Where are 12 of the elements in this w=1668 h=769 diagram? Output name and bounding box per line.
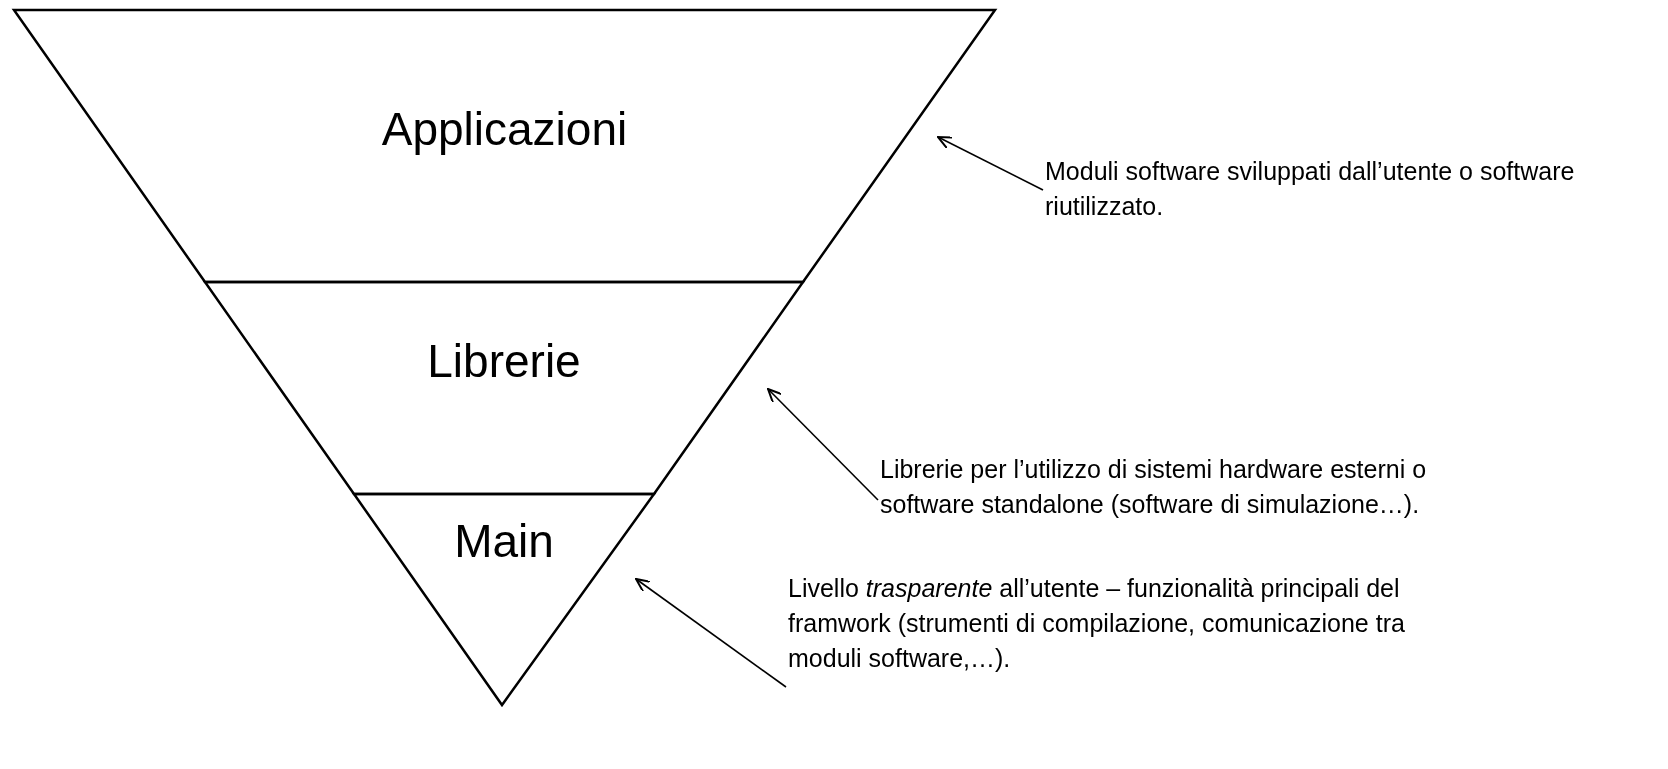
- arrow: [937, 136, 1044, 191]
- middle-band: [205, 282, 803, 494]
- annotation-text: Livello trasparente all’utente – funzionalità principali del framwork (strumenti di compilazione, comunicazione tra moduli software,…).: [788, 571, 1408, 676]
- layer-label: Librerie: [426, 334, 582, 388]
- layer-label: Main: [453, 514, 555, 568]
- annotation-text: Moduli software sviluppati dall’utente o software riutilizzato.: [1045, 154, 1645, 224]
- bottom-band: [354, 494, 654, 705]
- layer-label: Applicazioni: [380, 102, 629, 156]
- arrow: [635, 578, 787, 688]
- top-band: [14, 10, 995, 282]
- annotation-text: Librerie per l’utilizzo di sistemi hardware esterni o software standalone (software di simulazione…).: [880, 452, 1520, 522]
- arrow: [767, 388, 879, 501]
